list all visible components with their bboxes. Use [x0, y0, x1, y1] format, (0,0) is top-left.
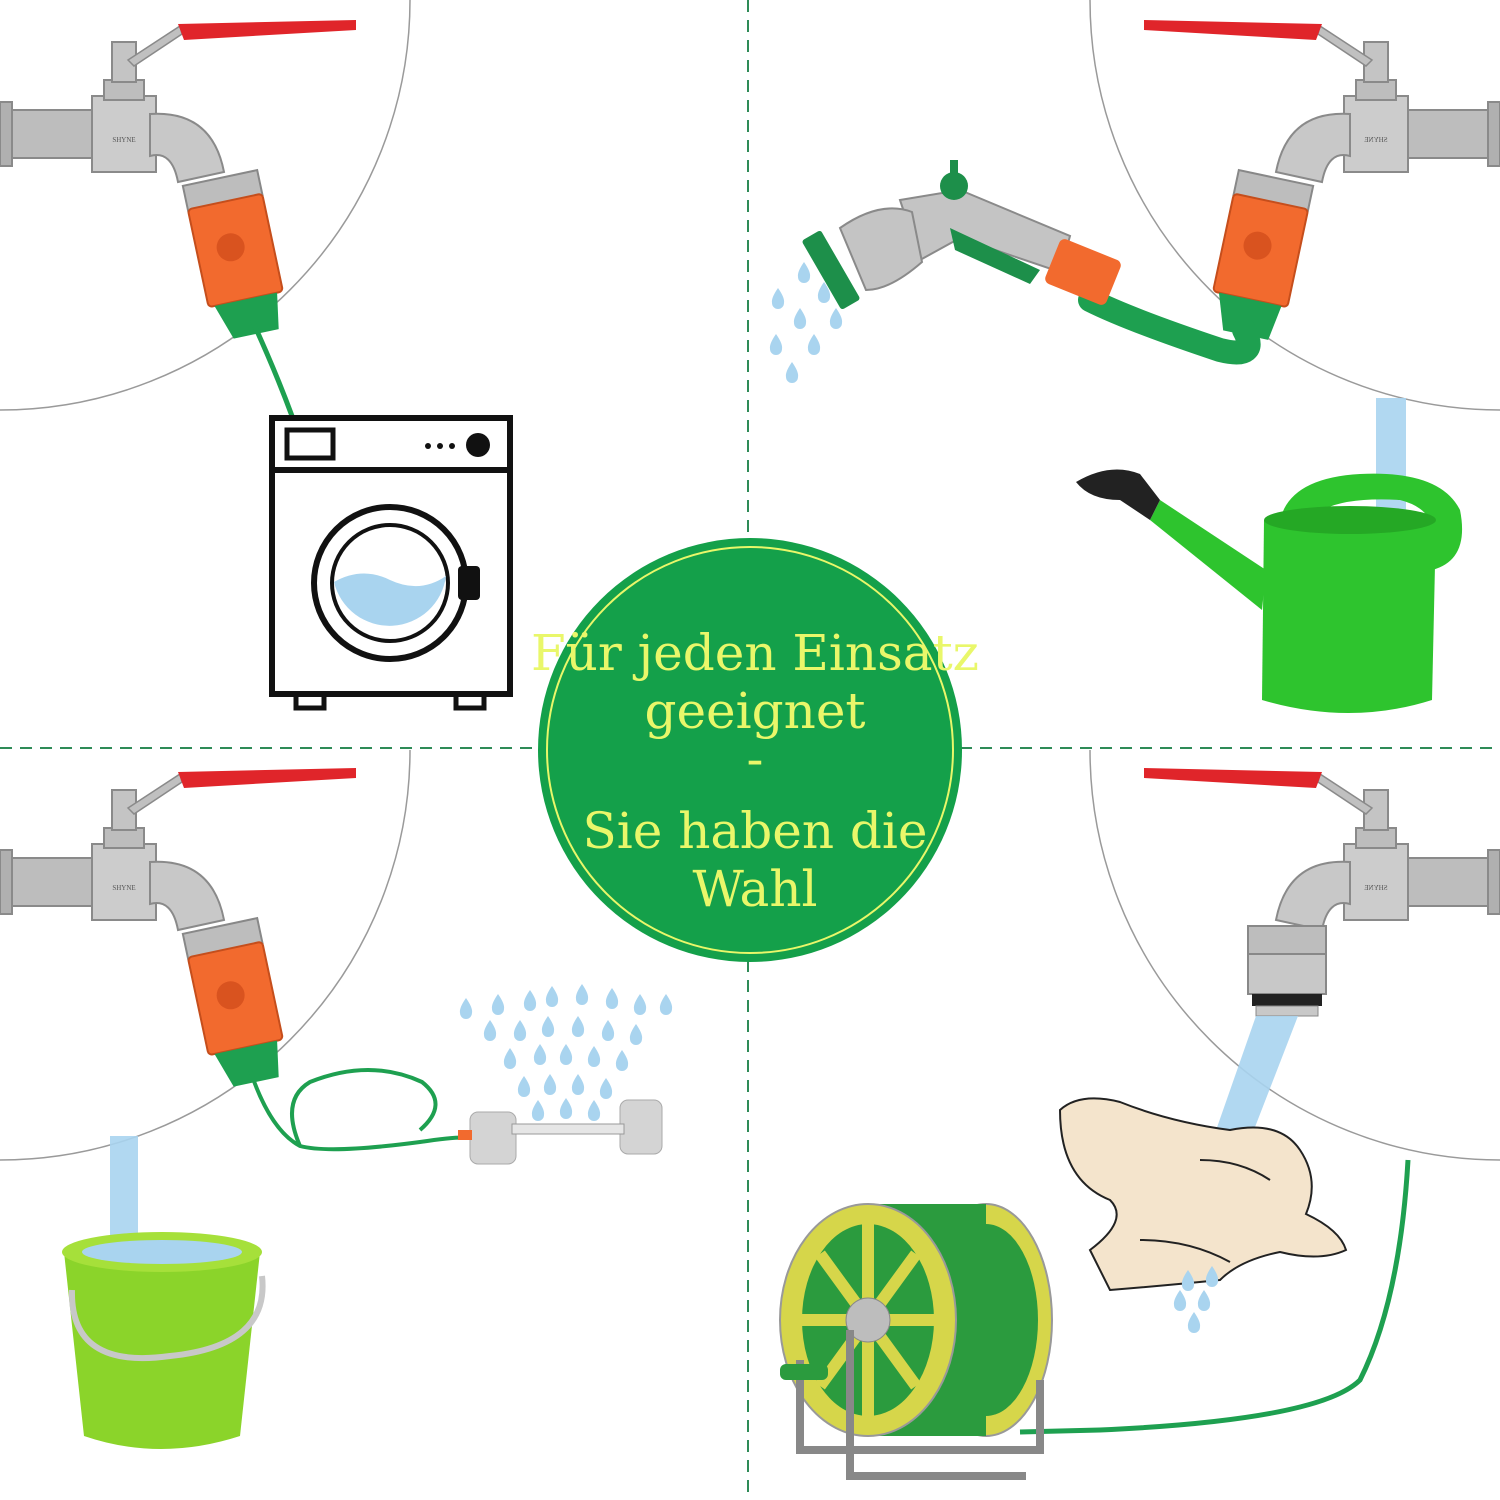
center-badge: Für jeden Einsatz geeignet - Sie haben d…	[531, 538, 979, 962]
badge-line-4: Sie haben die	[582, 802, 927, 860]
faucet-top-right	[1143, 19, 1500, 344]
washing-machine-icon	[269, 415, 513, 711]
arc-bottom-left	[0, 749, 411, 1161]
sprinkler-icon	[458, 1099, 663, 1165]
faucet-bottom-right	[1143, 767, 1500, 1017]
hose-washing-machine	[249, 318, 295, 417]
hands-icon	[1058, 1097, 1348, 1292]
hose-reel-line	[1019, 1159, 1411, 1435]
arc-bottom-right	[1089, 749, 1500, 1161]
hose-sprinkler	[248, 1068, 471, 1152]
badge-line-1: Für jeden Einsatz	[531, 624, 979, 682]
arc-top-left	[0, 0, 411, 411]
badge-line-2: geeignet	[644, 682, 865, 740]
faucet-top-left	[0, 19, 357, 344]
badge-line-5: Wahl	[692, 860, 817, 918]
water-stream-hands	[1214, 1016, 1298, 1140]
hose-spray-gun	[1078, 288, 1261, 365]
watering-can-icon	[1076, 469, 1463, 713]
faucet-bottom-left	[0, 767, 357, 1092]
spray-gun-icon	[802, 160, 1121, 310]
badge-line-3: -	[747, 730, 764, 788]
hose-reel-icon	[779, 1203, 1053, 1480]
water-stream-can	[1376, 398, 1406, 528]
bucket-icon	[62, 1232, 266, 1449]
